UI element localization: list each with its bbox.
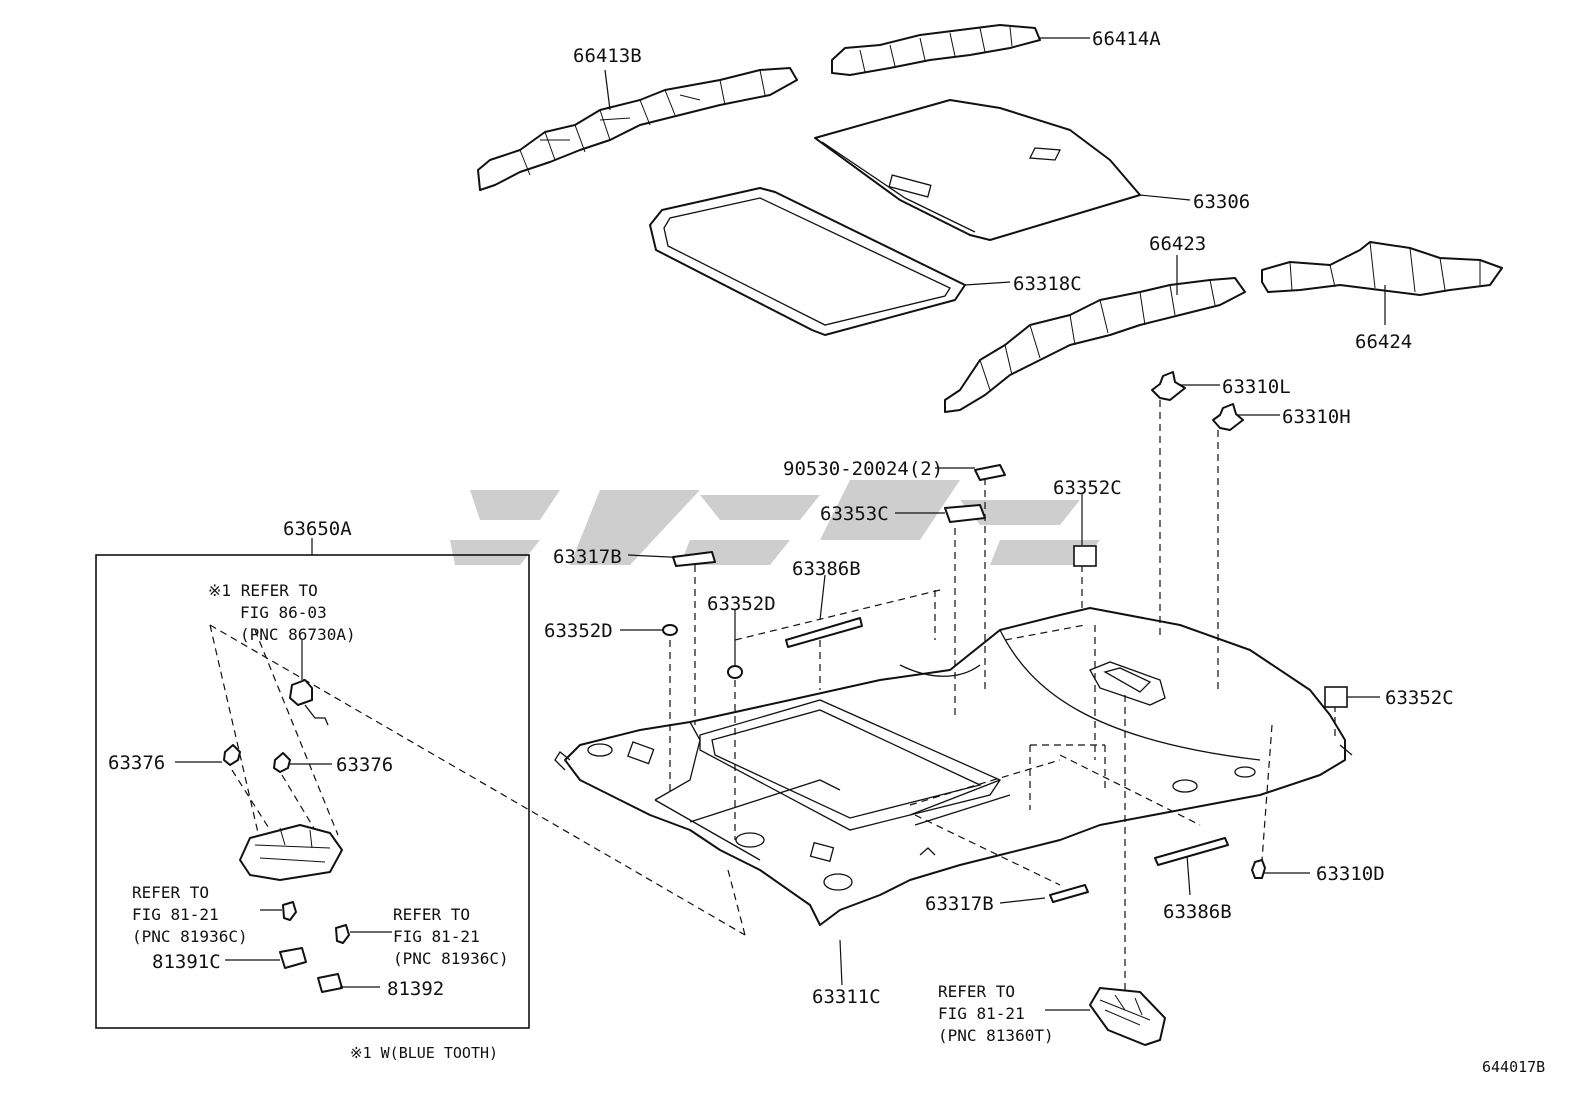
figure-code: 644017B: [1482, 1058, 1545, 1076]
label-63352D-left: 63352D: [544, 620, 613, 642]
bracket-66424: [1261, 241, 1503, 296]
label-63386B-top: 63386B: [792, 558, 861, 580]
label-81392: 81392: [387, 978, 444, 1000]
label-63318C: 63318C: [1013, 273, 1082, 295]
label-66423: 66423: [1149, 233, 1206, 255]
sunshade-63306: [814, 99, 1141, 241]
lamp-ref-left-line3: (PNC 81936C): [132, 927, 248, 946]
label-63352C-right: 63352C: [1385, 687, 1454, 709]
room-lamp-ref-line2: FIG 81-21: [938, 1004, 1025, 1023]
small-parts: [662, 371, 1348, 1046]
label-63650A: 63650A: [283, 518, 352, 540]
room-lamp-ref-line1: REFER TO: [938, 982, 1015, 1001]
label-63317B-bottom: 63317B: [925, 893, 994, 915]
label-63311C: 63311C: [812, 986, 881, 1008]
lamp-ref-right-line1: REFER TO: [393, 905, 470, 924]
label-66413B: 66413B: [573, 45, 642, 67]
bluetooth-ref-mark: ※1: [208, 581, 231, 600]
bracket-66413B: [477, 67, 798, 191]
label-90530-20024: 90530-20024(2): [783, 458, 943, 480]
footnote: ※1 W(BLUE TOOTH): [350, 1044, 498, 1062]
room-lamp-ref-line3: (PNC 81360T): [938, 1026, 1054, 1045]
label-63306: 63306: [1193, 191, 1250, 213]
label-63352D-center: 63352D: [707, 593, 776, 615]
headliner-63311C: [554, 607, 1353, 926]
label-63353C: 63353C: [820, 503, 889, 525]
label-63310L: 63310L: [1222, 376, 1291, 398]
label-66424: 66424: [1355, 331, 1412, 353]
svg-text:※1 REFER TO: ※1 REFER TO: [208, 581, 318, 600]
weatherstrip-63318C: [649, 187, 966, 336]
callout-labels: 66413B 66414A 63306 66423 63318C 66424 6…: [108, 28, 1454, 1008]
leader-lines: [604, 37, 1386, 1011]
bracket-66423: [944, 277, 1246, 413]
bluetooth-ref-line2: FIG 86-03: [240, 603, 327, 622]
label-66414A: 66414A: [1092, 28, 1161, 50]
lamp-ref-right-line3: (PNC 81936C): [393, 949, 509, 968]
lamp-ref-left-line2: FIG 81-21: [132, 905, 219, 924]
label-63310D: 63310D: [1316, 863, 1385, 885]
lamp-ref-left-line1: REFER TO: [132, 883, 209, 902]
label-81391C: 81391C: [152, 951, 221, 973]
label-63376-left: 63376: [108, 752, 165, 774]
bracket-66414A: [831, 24, 1041, 76]
label-63317B-top: 63317B: [553, 546, 622, 568]
label-63352C-top: 63352C: [1053, 477, 1122, 499]
watermark-logo: [450, 480, 1100, 565]
lamp-ref-right-line2: FIG 81-21: [393, 927, 480, 946]
reference-notes: ※1 REFER TO FIG 86-03 (PNC 86730A) REFER…: [132, 581, 1054, 1045]
alignment-lines: [209, 400, 1336, 990]
label-63310H: 63310H: [1282, 406, 1351, 428]
label-63386B-bottom: 63386B: [1163, 901, 1232, 923]
label-63376-right: 63376: [336, 754, 393, 776]
detail-box-63650A: [95, 538, 530, 1029]
bluetooth-ref-line3: (PNC 86730A): [240, 625, 356, 644]
bluetooth-ref-line1: REFER TO: [241, 581, 318, 600]
